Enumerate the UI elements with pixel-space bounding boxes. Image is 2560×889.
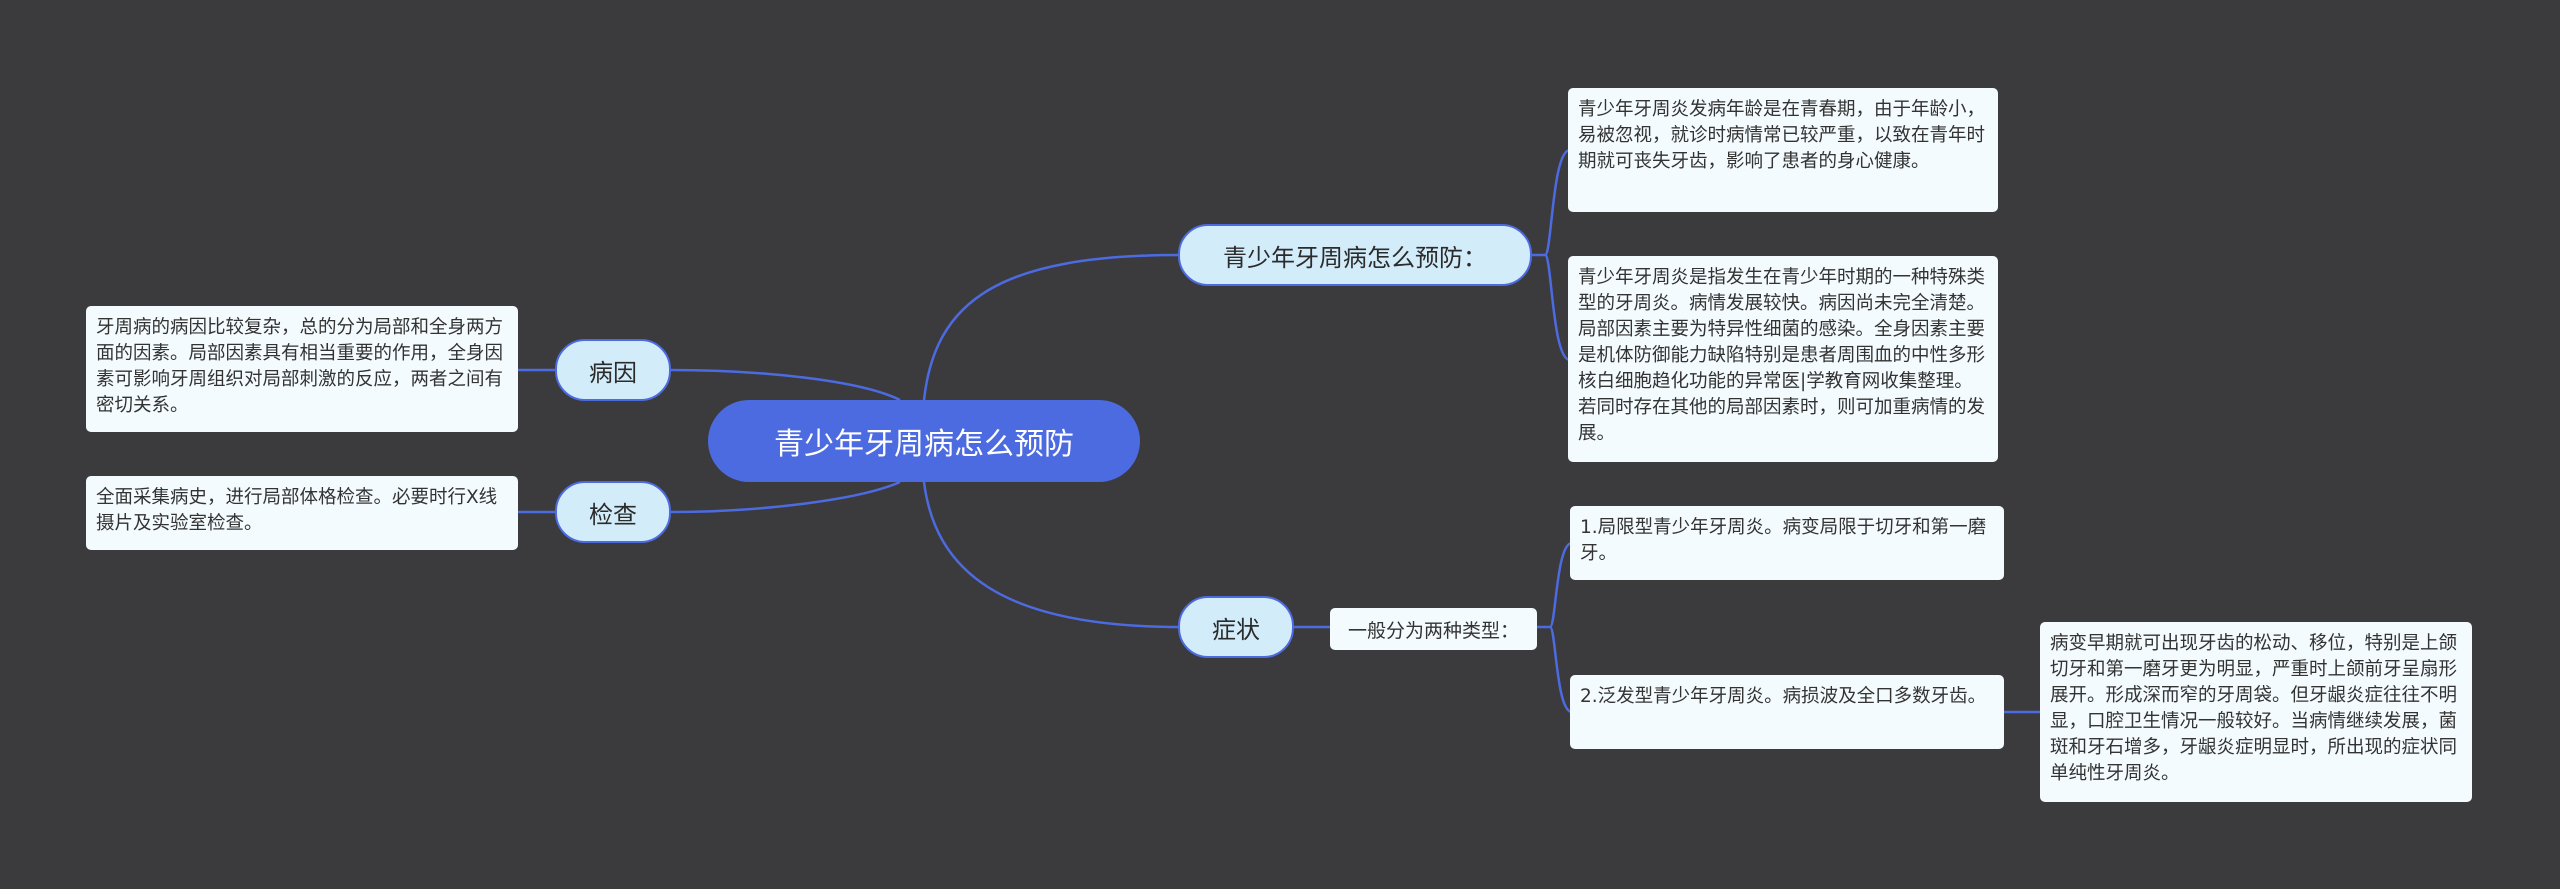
branch-prevention[interactable]: 青少年牙周病怎么预防： [1178,224,1532,286]
prevention-note-1: 青少年牙周炎发病年龄是在青春期，由于年龄小，易被忽视，就诊时病情常已较严重，以致… [1568,88,1998,212]
link-root-prevention [922,253,1181,401]
root-topic[interactable]: 青少年牙周病怎么预防 [708,400,1140,482]
cause-note: 牙周病的病因比较复杂，总的分为局部和全身两方面的因素。局部因素具有相当重要的作用… [86,306,518,432]
branch-symptoms[interactable]: 症状 [1178,596,1294,658]
link-prevention-notes [1530,148,1571,362]
branch-exam[interactable]: 检查 [555,481,671,543]
symptoms-type-1: 1.局限型青少年牙周炎。病变局限于切牙和第一磨牙。 [1570,506,2004,580]
link-root-cause [669,368,901,402]
exam-note: 全面采集病史，进行局部体格检查。必要时行X线摄片及实验室检查。 [86,476,518,550]
link-root-symptoms [922,481,1181,629]
link-sub-types [1535,541,1573,714]
symptoms-type-2-detail: 病变早期就可出现牙齿的松动、移位，特别是上颌切牙和第一磨牙更为明显，严重时上颌前… [2040,622,2472,802]
branch-cause[interactable]: 病因 [555,339,671,401]
link-root-exam [669,480,901,514]
symptoms-classification[interactable]: 一般分为两种类型： [1330,608,1537,650]
prevention-note-2: 青少年牙周炎是指发生在青少年时期的一种特殊类型的牙周炎。病情发展较快。病因尚未完… [1568,256,1998,462]
symptoms-type-2: 2.泛发型青少年牙周炎。病损波及全口多数牙齿。 [1570,675,2004,749]
